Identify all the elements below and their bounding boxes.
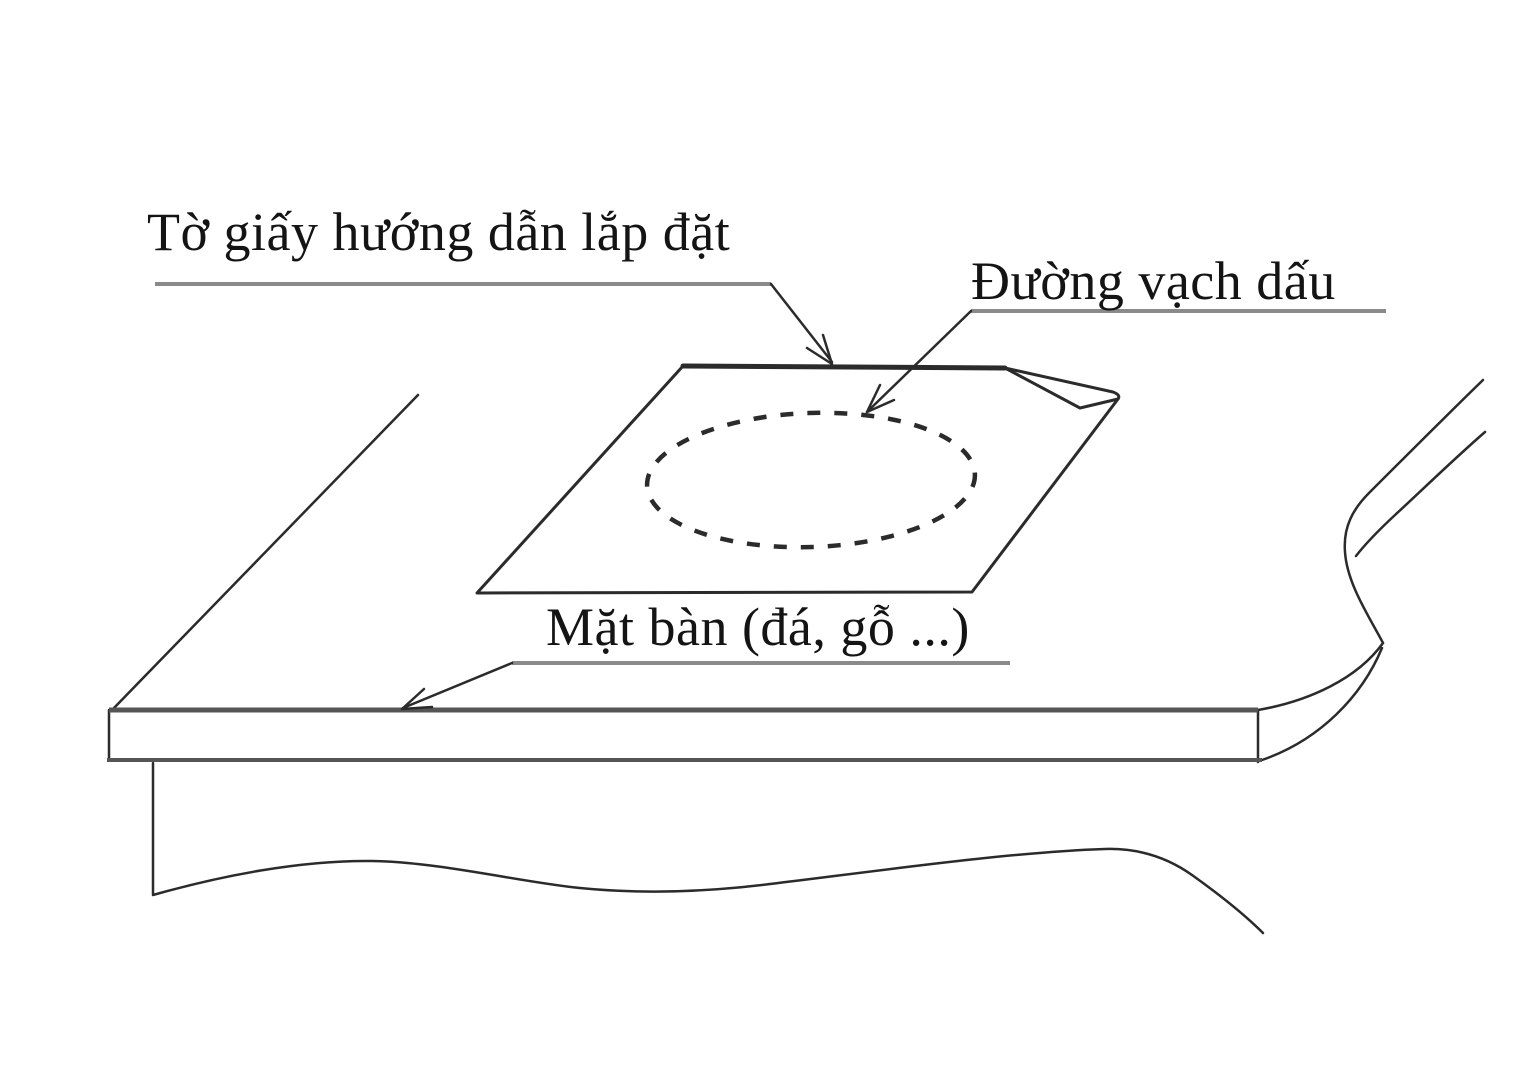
paper-leader-line (769, 282, 834, 364)
table-group (107, 378, 1487, 935)
table-slab-edges (107, 707, 1262, 762)
table-arrowhead-icon (400, 687, 434, 711)
break-line-wave (151, 847, 1265, 935)
table-surface-label: Mặt bàn (đá, gỗ ...) (546, 597, 970, 657)
underline-group (155, 282, 1386, 665)
marking-leader-line (865, 309, 973, 414)
table-corner-top-arc (1256, 641, 1385, 712)
paper-corner-fold (1003, 366, 1120, 410)
paper-group (475, 363, 1121, 595)
table-corner-bottom-arc (1260, 646, 1384, 762)
marking-line-label: Đường vạch dấu (971, 251, 1336, 311)
table-right-sweep-inner (1354, 430, 1487, 558)
paper-outline (475, 364, 1121, 595)
table-leader-line (401, 661, 514, 710)
paper-arrowhead-icon (805, 333, 834, 366)
paper-sheet-label: Tờ giấy hướng dẫn lắp đặt (147, 202, 731, 262)
leader-group (400, 282, 973, 711)
marking-arrowhead-icon (865, 383, 896, 414)
table-right-sweep-outer (1343, 378, 1485, 645)
paper-top-edge (680, 363, 1008, 371)
table-back-left-edge (110, 393, 420, 712)
marking-ellipse (644, 410, 978, 550)
